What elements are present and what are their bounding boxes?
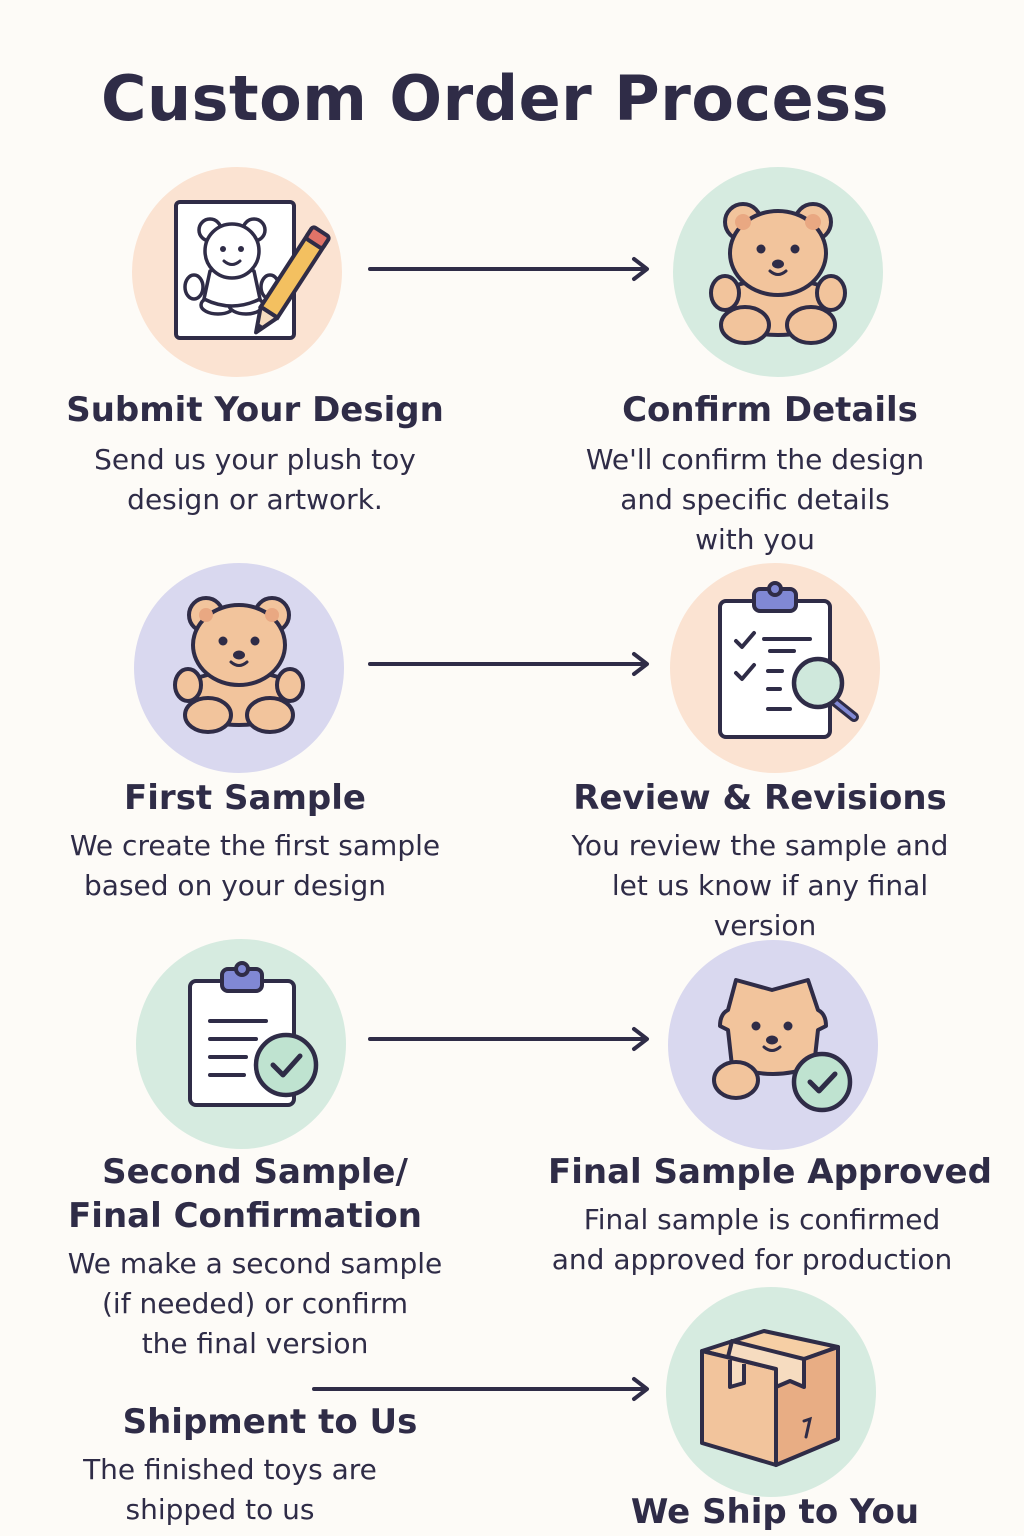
- arrow-3: [368, 1027, 649, 1051]
- step-8-title: We Ship to You: [630, 1492, 920, 1532]
- bear-check-icon: [712, 978, 853, 1113]
- step-3-desc-line-2: based on your design: [84, 869, 386, 902]
- drawing-pencil-icon: [174, 200, 331, 340]
- arrow-2: [368, 652, 649, 676]
- step-5-desc-line-1: We make a second sample: [67, 1247, 443, 1280]
- arrow-4: [312, 1377, 649, 1401]
- step-3-desc-line-1: We create the first sample: [69, 829, 441, 862]
- step-4-desc-line-2: let us know if any final: [611, 869, 929, 902]
- step-2-desc-line-3: with you: [695, 523, 815, 556]
- step-1-icon-circle: [132, 167, 342, 377]
- arrow-1: [368, 257, 649, 281]
- step-7-title: Shipment to Us: [122, 1402, 418, 1442]
- step-2-desc-line-2: and specific details: [620, 483, 890, 516]
- step-1-desc-line-2: design or artwork.: [127, 483, 383, 516]
- step-4-icon-circle: [670, 563, 880, 773]
- step-5-title-line-1: Second Sample/: [102, 1152, 408, 1192]
- step-5-icon-circle: [136, 939, 346, 1149]
- step-3-icon-circle: [134, 563, 344, 773]
- step-2-icon-circle: [673, 167, 883, 377]
- step-4-title: Review & Revisions: [573, 778, 947, 818]
- step-6-title: Final Sample Approved: [548, 1152, 992, 1192]
- teddy-bear-icon: [709, 202, 847, 345]
- step-8-icon-circle: [666, 1287, 876, 1497]
- step-6-desc-line-1: Final sample is confirmed: [583, 1203, 941, 1236]
- step-1-desc-line-1: Send us your plush toy: [94, 443, 416, 476]
- step-6-icon-circle: [668, 940, 878, 1150]
- step-7-desc-line-2: shipped to us: [125, 1493, 315, 1526]
- package-box-icon: [700, 1329, 840, 1467]
- step-5-desc-line-3: the final version: [141, 1327, 369, 1360]
- clipboard-check-icon: [188, 961, 319, 1107]
- step-5-desc-line-2: (if needed) or confirm: [101, 1287, 408, 1320]
- step-6-desc-line-2: and approved for production: [551, 1243, 953, 1276]
- step-1-title: Submit Your Design: [66, 390, 444, 430]
- step-5-title-line-2: Final Confirmation: [68, 1196, 422, 1236]
- step-4-desc-line-3: version: [713, 909, 817, 942]
- step-3-title: First Sample: [124, 778, 366, 818]
- step-2-desc-line-1: We'll confirm the design: [585, 443, 925, 476]
- clipboard-magnifier-icon: [718, 581, 859, 739]
- step-2-title: Confirm Details: [622, 390, 918, 430]
- step-7-desc-line-1: The finished toys are: [83, 1453, 377, 1486]
- page-title: Custom Order Process: [100, 62, 890, 135]
- teddy-bear-icon: [173, 596, 305, 734]
- step-4-desc-line-1: You review the sample and: [571, 829, 949, 862]
